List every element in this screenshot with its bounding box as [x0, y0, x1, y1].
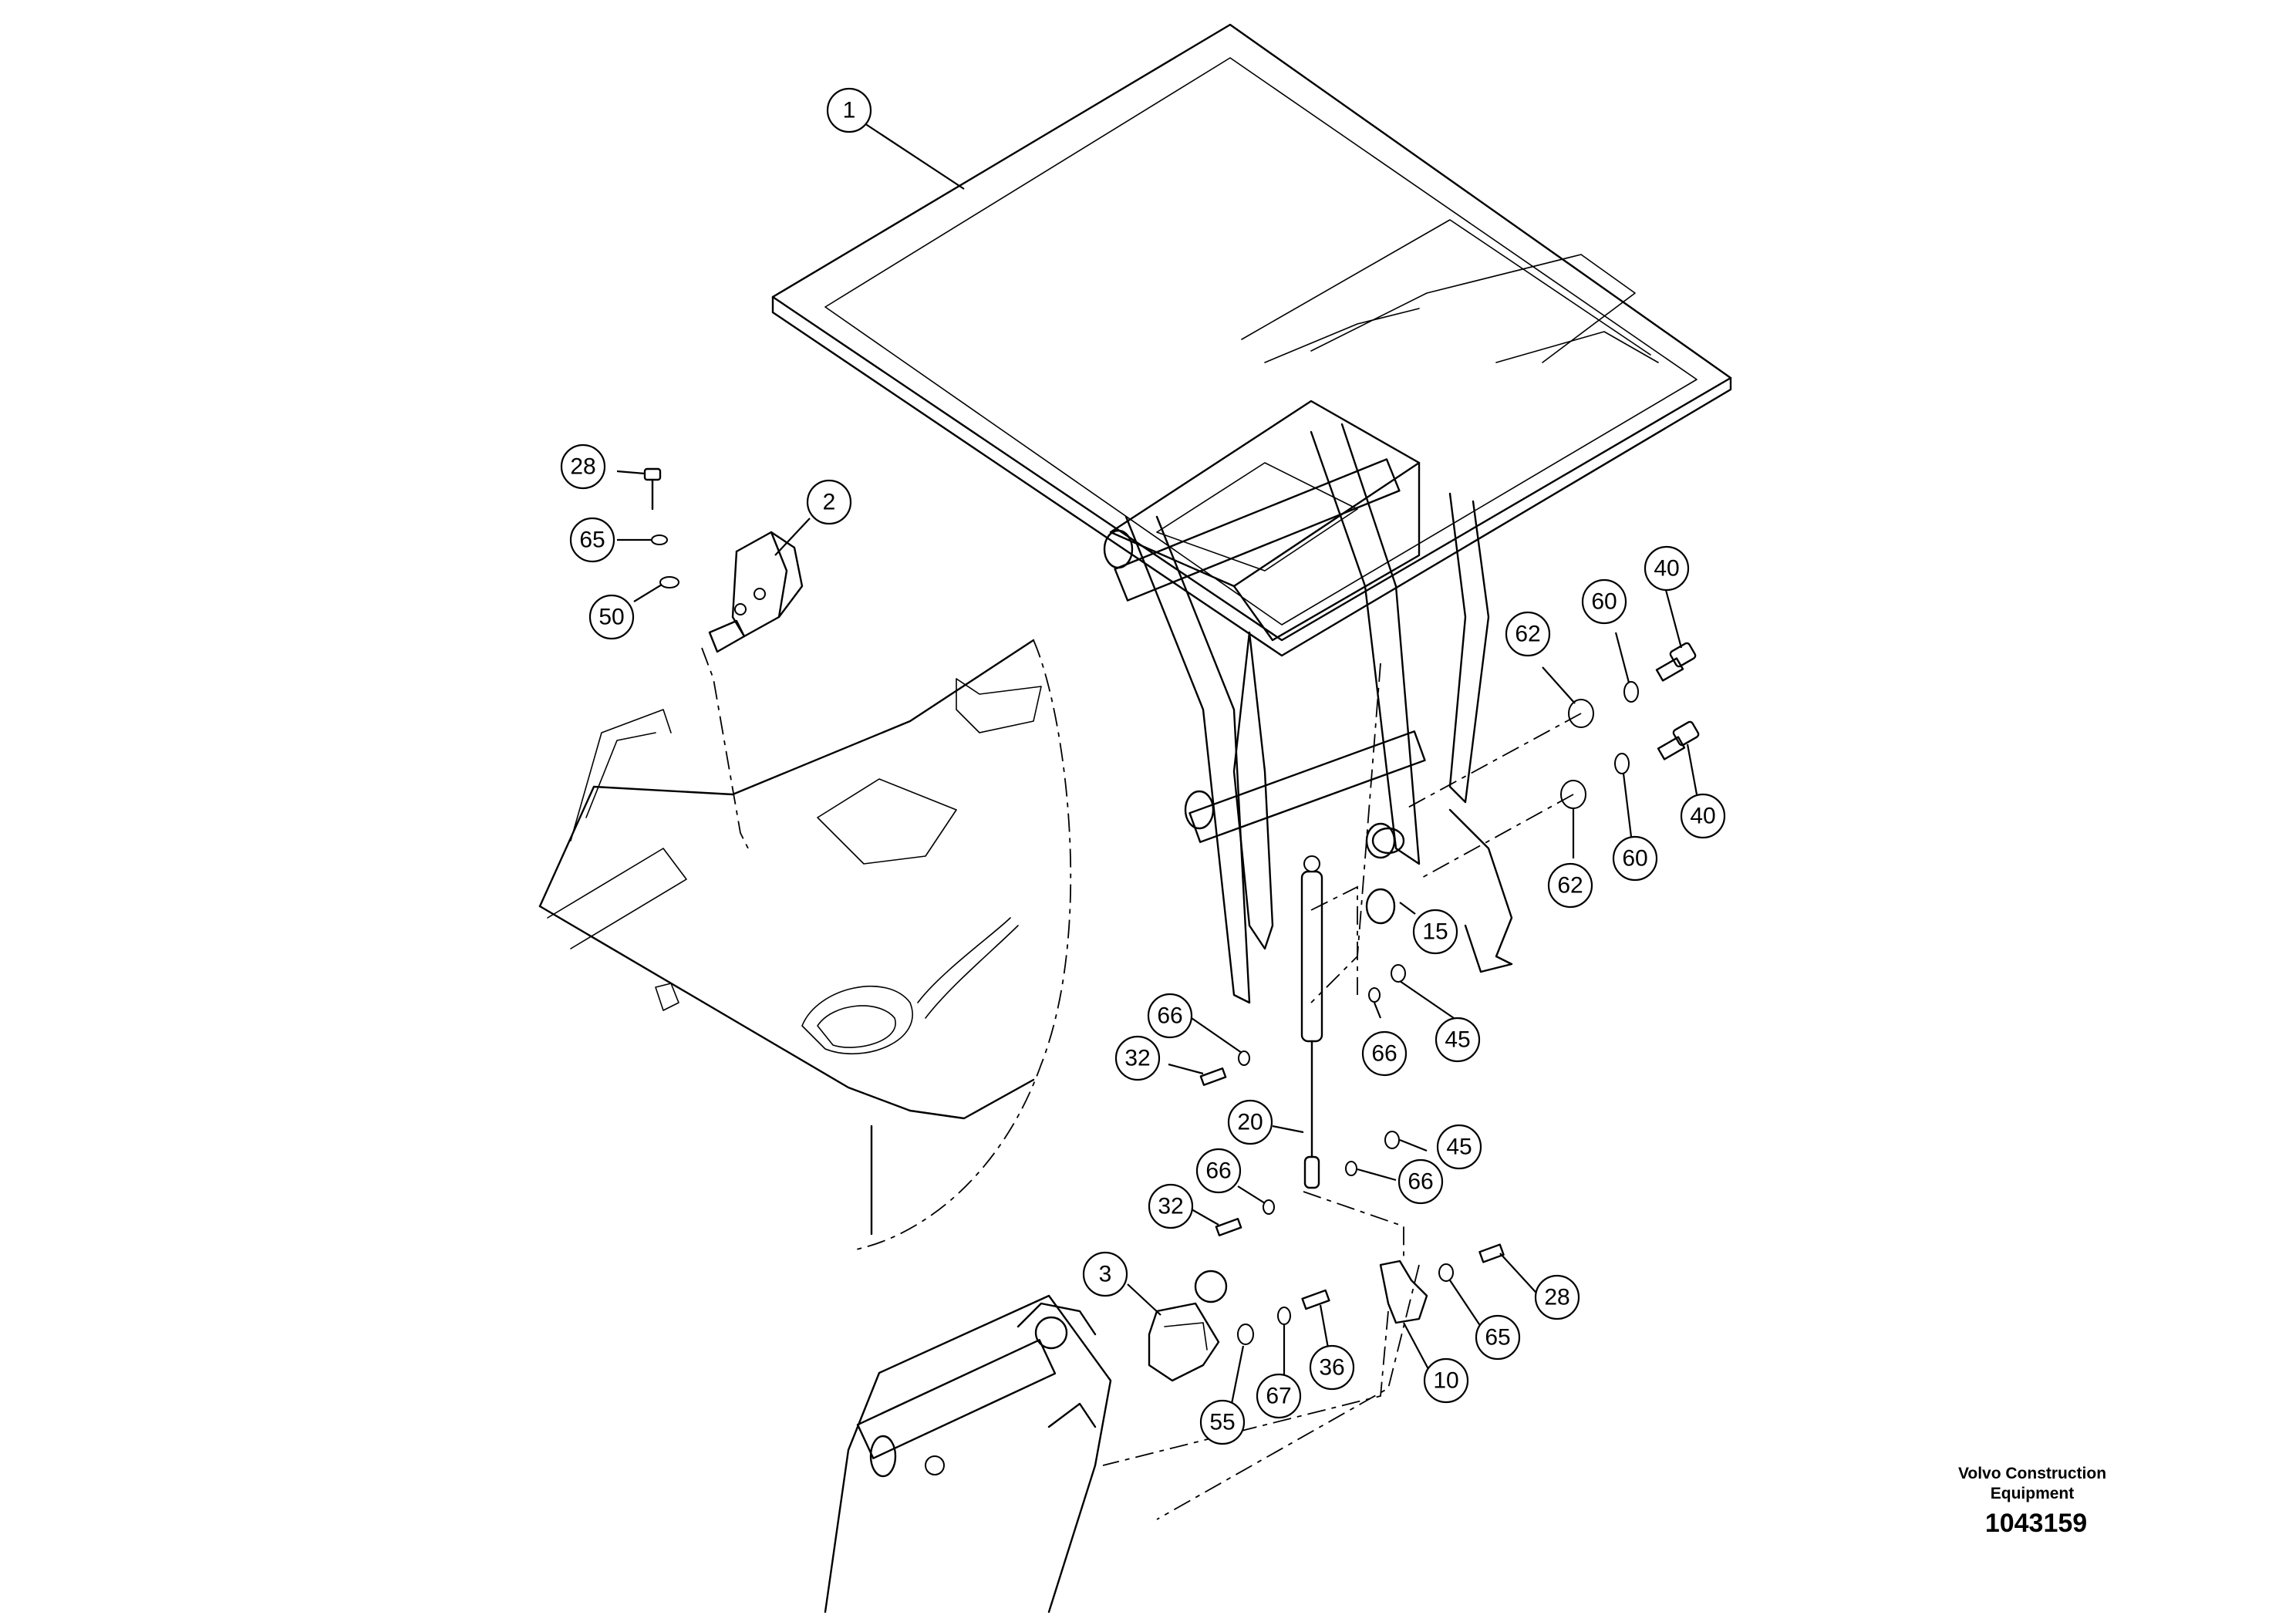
- svg-text:40: 40: [1690, 804, 1715, 829]
- machine-body: [538, 639, 1072, 1250]
- svg-text:55: 55: [1209, 1410, 1235, 1435]
- svg-text:20: 20: [1237, 1110, 1263, 1135]
- svg-text:32: 32: [1158, 1194, 1183, 1219]
- svg-text:10: 10: [1433, 1368, 1458, 1394]
- callout-1: 1: [826, 87, 872, 133]
- svg-text:66: 66: [1157, 1003, 1182, 1029]
- callout-65: 65: [1475, 1314, 1521, 1361]
- canopy-roof: [771, 23, 1732, 657]
- callout-50: 50: [588, 594, 635, 640]
- callout-66: 66: [1361, 1030, 1408, 1077]
- callout-60: 60: [1581, 578, 1627, 625]
- callout-36: 36: [1309, 1344, 1355, 1391]
- svg-text:3: 3: [1099, 1262, 1112, 1287]
- lever-item-3: [1148, 1270, 1228, 1382]
- callout-3: 3: [1082, 1251, 1128, 1297]
- callout-10: 10: [1423, 1357, 1469, 1404]
- svg-text:32: 32: [1124, 1046, 1150, 1071]
- callout-2: 2: [806, 479, 852, 525]
- svg-text:60: 60: [1591, 589, 1617, 615]
- callout-28: 28: [560, 443, 606, 490]
- svg-text:28: 28: [1544, 1285, 1569, 1310]
- svg-text:60: 60: [1622, 846, 1647, 872]
- callout-66: 66: [1195, 1148, 1242, 1194]
- svg-text:62: 62: [1557, 873, 1583, 899]
- bracket-item-2: [708, 531, 804, 653]
- callout-28: 28: [1534, 1274, 1580, 1320]
- brand-label: Volvo Construction Equipment: [1957, 1465, 2107, 1502]
- svg-text:45: 45: [1445, 1027, 1470, 1053]
- callout-66: 66: [1397, 1158, 1444, 1205]
- gas-strut: [1300, 855, 1323, 1189]
- callout-15: 15: [1412, 909, 1458, 955]
- callout-65: 65: [569, 517, 615, 563]
- svg-text:66: 66: [1408, 1169, 1433, 1195]
- svg-text:1: 1: [843, 98, 856, 123]
- callouts: 1 2 28 65 50 40 60 62 40 60 62 15 45 66 …: [560, 87, 1726, 1445]
- svg-text:2: 2: [823, 490, 836, 515]
- svg-text:28: 28: [570, 454, 595, 480]
- svg-text:40: 40: [1654, 556, 1679, 582]
- svg-text:15: 15: [1422, 919, 1448, 945]
- callout-32: 32: [1114, 1035, 1161, 1081]
- leader-lines: [616, 123, 1698, 1420]
- drawing-number: 1043159: [1984, 1509, 2088, 1538]
- hardware: [643, 467, 1700, 1345]
- callout-40: 40: [1680, 793, 1726, 839]
- svg-text:67: 67: [1266, 1384, 1291, 1409]
- svg-text:65: 65: [1485, 1325, 1510, 1351]
- callout-62: 62: [1505, 611, 1551, 657]
- callout-20: 20: [1227, 1099, 1273, 1145]
- callout-45: 45: [1435, 1017, 1481, 1063]
- svg-text:65: 65: [579, 528, 605, 553]
- lower-frame: [824, 1294, 1112, 1614]
- callout-62: 62: [1547, 862, 1593, 909]
- svg-text:62: 62: [1515, 622, 1540, 647]
- callout-60: 60: [1612, 835, 1658, 882]
- svg-text:36: 36: [1319, 1355, 1344, 1381]
- svg-text:66: 66: [1371, 1041, 1397, 1067]
- callout-55: 55: [1199, 1399, 1246, 1445]
- callout-32: 32: [1148, 1183, 1194, 1229]
- assembly-lines: [701, 647, 1582, 1520]
- svg-text:66: 66: [1205, 1158, 1231, 1184]
- svg-text:45: 45: [1446, 1135, 1472, 1160]
- canopy-frame: [1103, 400, 1513, 1004]
- svg-text:50: 50: [598, 605, 624, 630]
- callout-67: 67: [1256, 1373, 1302, 1419]
- plate-item-10: [1379, 1259, 1428, 1324]
- callout-45: 45: [1436, 1124, 1482, 1170]
- callout-40: 40: [1644, 545, 1690, 592]
- callout-66: 66: [1147, 993, 1193, 1039]
